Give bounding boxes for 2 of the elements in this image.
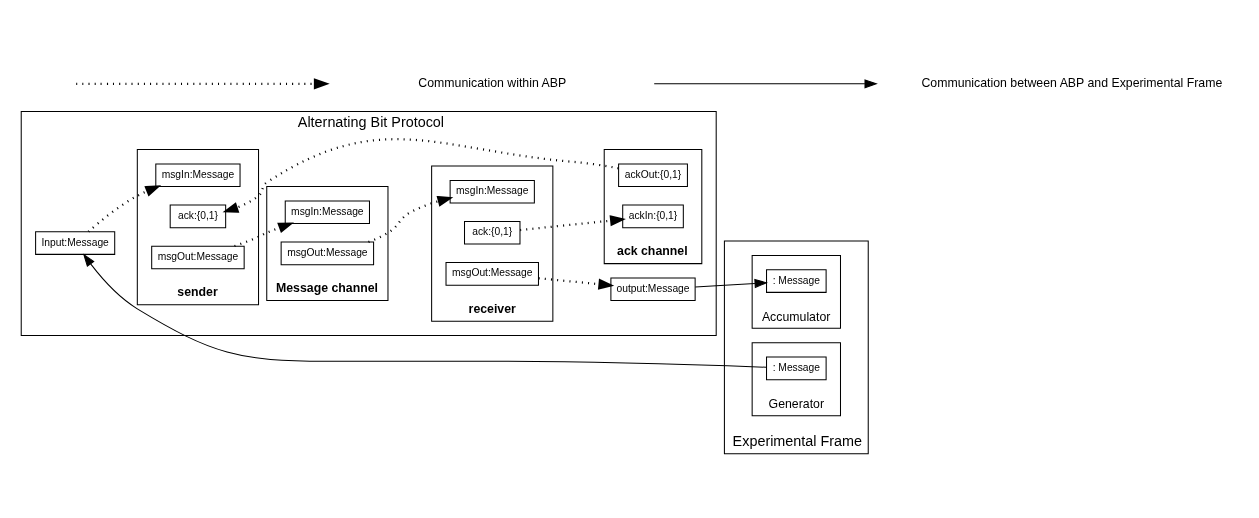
legend-label: Communication within ABP [418, 76, 567, 91]
legend-label: Communication between ABP and Experimental Frame [921, 76, 1223, 91]
